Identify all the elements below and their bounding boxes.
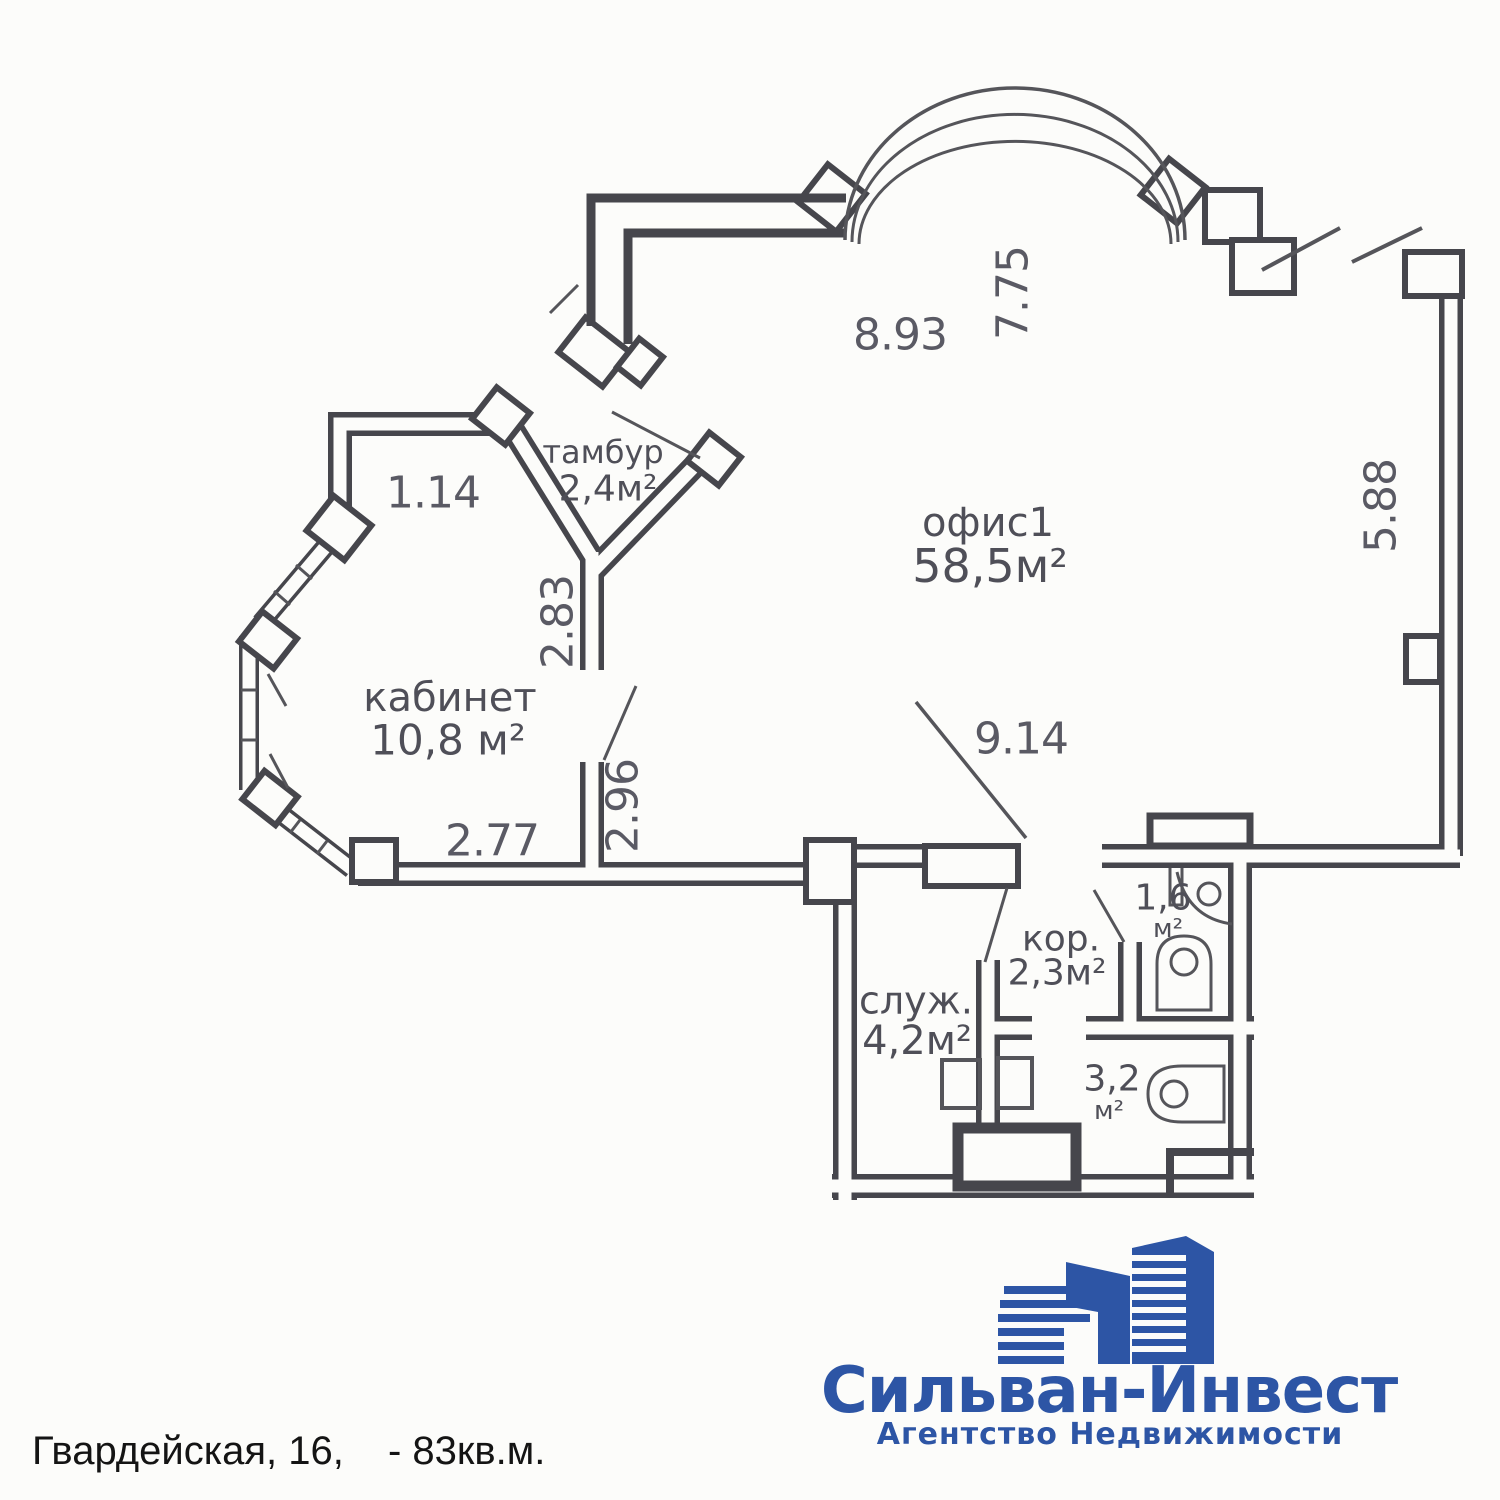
room-office-area: 58,5м²	[912, 539, 1068, 593]
bay-window-hatches	[241, 563, 329, 855]
service-furniture	[940, 1056, 1034, 1110]
dim-cabinet-width: 2.77	[445, 815, 539, 866]
wc-door-pivot	[1196, 881, 1222, 907]
room-office-name: офис1	[922, 500, 1054, 546]
dim-tambour-wall: 2.83	[532, 575, 583, 669]
room-tambour-name: тамбур	[542, 433, 663, 471]
vent-duct	[952, 1122, 1082, 1192]
room-wc2-area: 3,2	[1083, 1059, 1140, 1100]
dimension-labels: 8.93 7.75 1.14 2.83 2.96 2.77 9.14 5.88	[386, 246, 1406, 866]
door-opening	[579, 670, 605, 762]
room-wc1-area: 1,6	[1134, 878, 1191, 919]
agency-logo: Сильван-Инвест Агентство Недвижимости	[821, 1236, 1399, 1452]
room-wc1-unit: м²	[1153, 914, 1183, 944]
room-corridor-name: кор.	[1022, 919, 1100, 960]
logo-title: Сильван-Инвест	[821, 1354, 1398, 1428]
corner-step	[1166, 1148, 1254, 1198]
footer-caption: Гвардейская, 16, - 83кв.м.	[32, 1429, 545, 1473]
room-tambour-area: 2,4м²	[559, 469, 658, 510]
dim-office-width: 9.14	[974, 713, 1068, 764]
dim-office-depth: 7.75	[987, 246, 1038, 340]
room-cabinet-area: 10,8 м²	[370, 716, 525, 765]
dim-entry-width: 1.14	[386, 467, 480, 518]
room-service-area: 4,2м²	[862, 1018, 972, 1064]
entry-corridor-walls	[586, 193, 846, 344]
room-corridor-area: 2,3м²	[1008, 953, 1107, 994]
logo-buildings-icon	[998, 1236, 1214, 1364]
dim-top-width: 8.93	[853, 309, 947, 360]
room-cabinet-name: кабинет	[363, 675, 536, 721]
total-area-text: - 83кв.м.	[388, 1429, 545, 1473]
toilet-icon-large	[1146, 1064, 1226, 1124]
logo-subtitle: Агентство Недвижимости	[877, 1417, 1343, 1452]
room-wc2-unit: м²	[1094, 1096, 1124, 1126]
window-opening-lines	[1261, 226, 1423, 272]
entrance-arch	[843, 86, 1187, 245]
room-labels: тамбур 2,4м² офис1 58,5м² кабинет 10,8 м…	[363, 433, 1191, 1126]
wc-door-arc	[1175, 871, 1233, 926]
room-service-name: служ.	[859, 978, 973, 1022]
wall-blocks	[234, 154, 1465, 905]
door-leaves	[548, 283, 1233, 963]
niche-block	[1146, 812, 1254, 850]
dim-cabinet-wall: 2.96	[597, 759, 648, 853]
toilet-icon-small	[1155, 934, 1213, 1012]
dim-right-wall: 5.88	[1355, 459, 1406, 553]
address-text: Гвардейская, 16,	[32, 1429, 344, 1473]
